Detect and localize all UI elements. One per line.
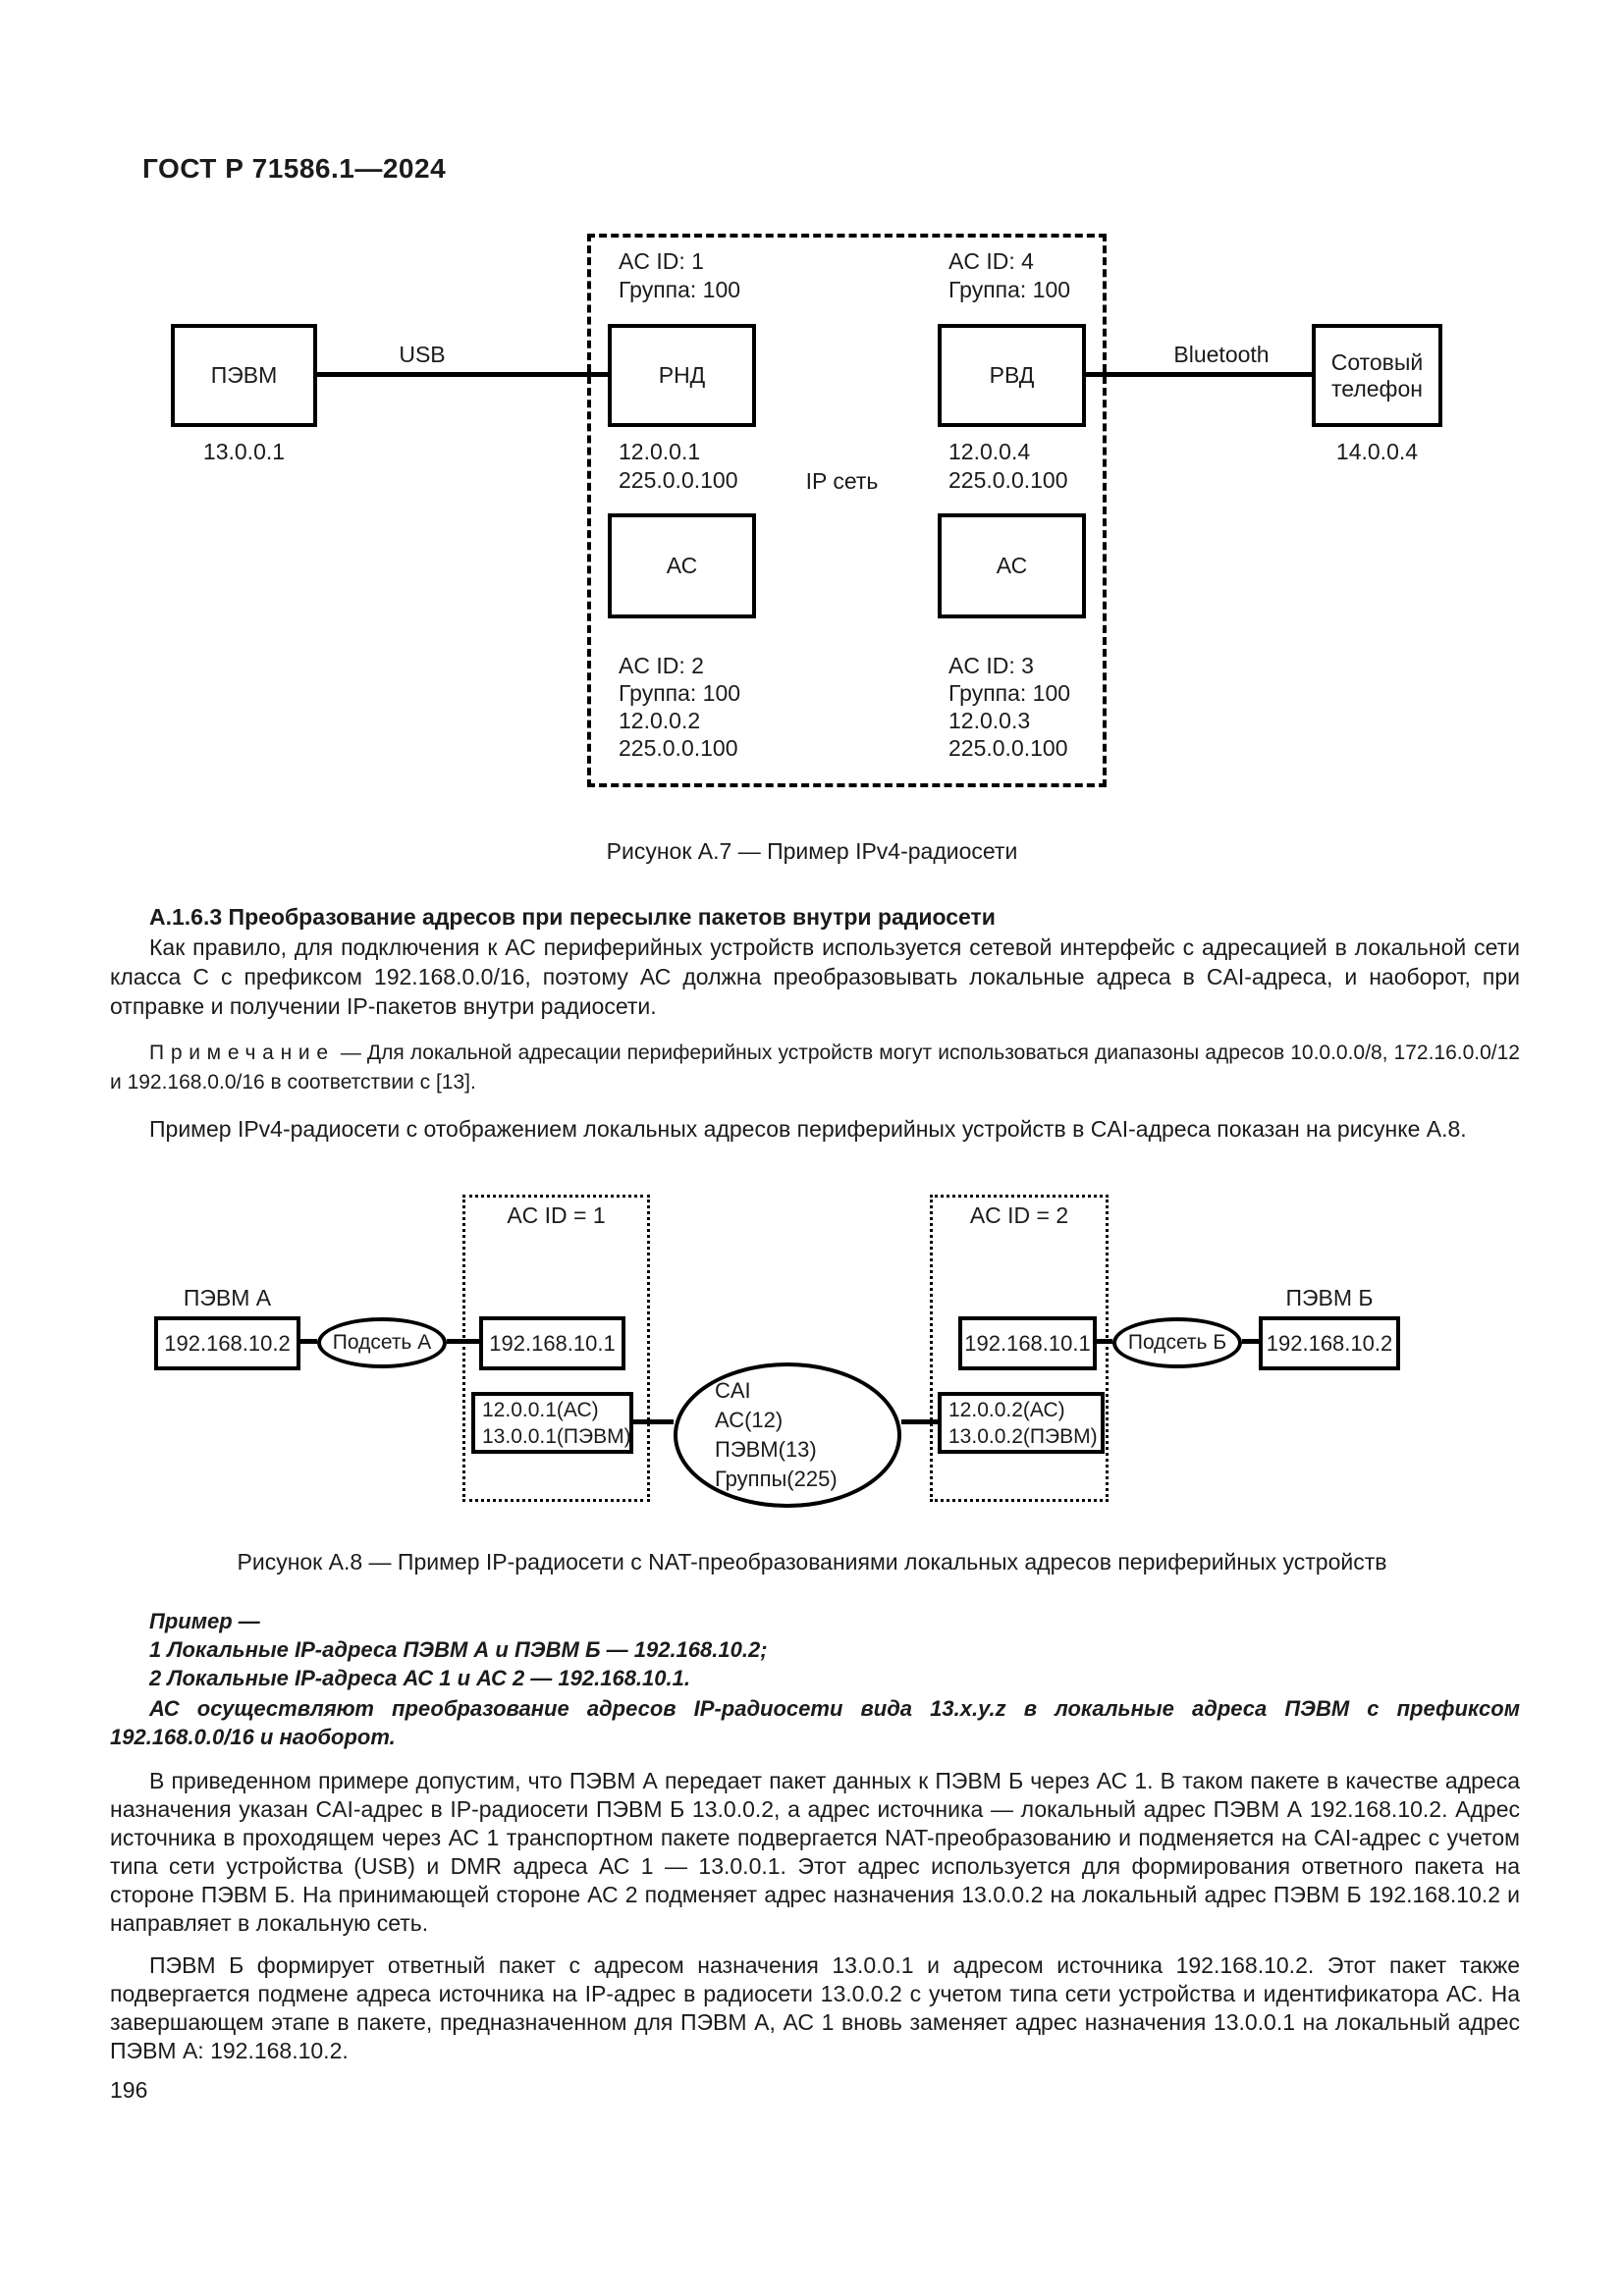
example-item-1: 1 Локальные IP-адреса ПЭВМ А и ПЭВМ Б — … xyxy=(149,1637,768,1662)
ac1-cai-addresses: 12.0.0.1(АС) 13.0.0.1(ПЭВМ) xyxy=(482,1398,631,1448)
ac2-boundary-title: AC ID = 2 xyxy=(969,1202,1069,1228)
pevm-b-title: ПЭВМ Б xyxy=(1285,1285,1374,1310)
rnd-id-group-text: AC ID: 1 Группа: 100 xyxy=(619,248,741,302)
rnd-node-label: РНД xyxy=(658,362,706,388)
rnd-node-box: РНД xyxy=(608,324,756,427)
bluetooth-link-line xyxy=(1086,372,1312,377)
subnet-b-label: Подсеть Б xyxy=(1127,1331,1227,1354)
cell-phone-address-text: 14.0.0.4 xyxy=(1335,439,1419,464)
paragraph-address-translation: Как правило, для подключения к АС перифе… xyxy=(110,934,1520,1019)
usb-link-line xyxy=(317,372,608,377)
rvd-id-group-text: AC ID: 4 Группа: 100 xyxy=(948,248,1071,302)
rvd-node-label: РВД xyxy=(989,362,1035,388)
pevm-node-label: ПЭВМ xyxy=(210,362,278,388)
ac2-cai-addresses: 12.0.0.2(АС) 13.0.0.2(ПЭВМ) xyxy=(948,1398,1098,1448)
ac2-local-ip: 192.168.10.1 xyxy=(964,1331,1091,1356)
subnet-a-ac1-line xyxy=(447,1339,479,1344)
rvd-node-box: РВД xyxy=(938,324,1086,427)
ac1-cai-address-box: 12.0.0.1(АС) 13.0.0.1(ПЭВМ) xyxy=(471,1392,633,1454)
paragraph-response-packet: ПЭВМ Б формирует ответный пакет с адресо… xyxy=(110,1952,1520,2063)
ac-left-node-label: АС xyxy=(666,553,698,578)
ac2-subnet-b-line xyxy=(1097,1339,1112,1344)
ac1-cai-line xyxy=(633,1419,674,1424)
ac2-cai-address-box: 12.0.0.2(АС) 13.0.0.2(ПЭВМ) xyxy=(938,1392,1105,1454)
cell-phone-node-label: Сотовый телефон xyxy=(1330,348,1424,401)
ac-right-info-text: AC ID: 3 Группа: 100 12.0.0.3 225.0.0.10… xyxy=(948,653,1071,761)
rnd-address-text: 12.0.0.1 225.0.0.100 xyxy=(619,439,738,493)
subnet-a-label: Подсеть А xyxy=(332,1331,432,1354)
subnet-b-pevm-b-line xyxy=(1242,1339,1259,1344)
ac-left-node-box: АС xyxy=(608,513,756,618)
cai-network-ellipse: CAI АС(12) ПЭВМ(13) Группы(225) xyxy=(674,1362,901,1508)
example-body: АС осуществляют преобразование адресов I… xyxy=(110,1696,1520,1749)
pevm-address-text: 13.0.0.1 xyxy=(202,439,286,464)
ac-left-info-text: AC ID: 2 Группа: 100 12.0.0.2 225.0.0.10… xyxy=(619,653,741,761)
pevm-a-subnet-line xyxy=(300,1339,317,1344)
pevm-node-box: ПЭВМ xyxy=(171,324,317,427)
cai-ac2-line xyxy=(901,1419,938,1424)
rvd-address-text: 12.0.0.4 225.0.0.100 xyxy=(948,439,1068,493)
pevm-a-title: ПЭВМ А xyxy=(183,1285,272,1310)
usb-link-label: USB xyxy=(399,342,446,367)
pevm-b-address-box: 192.168.10.2 xyxy=(1259,1316,1400,1370)
ac1-local-ip-box: 192.168.10.1 xyxy=(479,1316,625,1370)
example-title: Пример — xyxy=(149,1609,260,1633)
ac1-dotted-boundary xyxy=(462,1195,650,1502)
page-number: 196 xyxy=(110,2077,148,2103)
figure-a7-caption: Рисунок А.7 — Пример IPv4-радиосети xyxy=(606,838,1018,864)
pevm-b-address: 192.168.10.2 xyxy=(1266,1331,1393,1356)
ac1-boundary-title: AC ID = 1 xyxy=(507,1202,606,1228)
pevm-a-address: 192.168.10.2 xyxy=(164,1331,291,1356)
cai-network-info: CAI АС(12) ПЭВМ(13) Группы(225) xyxy=(715,1378,838,1491)
subnet-b-ellipse: Подсеть Б xyxy=(1112,1317,1242,1368)
section-heading: А.1.6.3 Преобразование адресов при перес… xyxy=(149,904,996,930)
ac1-local-ip: 192.168.10.1 xyxy=(489,1331,616,1356)
ac-right-node-label: АС xyxy=(996,553,1028,578)
paragraph-example-intro: Пример IPv4-радиосети с отображением лок… xyxy=(149,1116,1467,1142)
figure-a8-caption: Рисунок А.8 — Пример IP-радиосети с NAT-… xyxy=(237,1549,1387,1575)
bluetooth-link-label: Bluetooth xyxy=(1173,342,1270,367)
radio-network-dashed-boundary xyxy=(587,234,1107,787)
ac-right-node-box: АС xyxy=(938,513,1086,618)
ac2-local-ip-box: 192.168.10.1 xyxy=(958,1316,1097,1370)
note-text: — Для локальной адресации периферийных у… xyxy=(110,1041,1520,1094)
paragraph-packet-flow: В приведенном примере допустим, что ПЭВМ… xyxy=(110,1768,1520,1936)
subnet-a-ellipse: Подсеть А xyxy=(317,1317,447,1368)
example-item-2: 2 Локальные IP-адреса АС 1 и АС 2 — 192.… xyxy=(149,1666,690,1690)
note-paragraph: Примечание — Для локальной адресации пер… xyxy=(110,1039,1520,1097)
ac2-dotted-boundary xyxy=(930,1195,1109,1502)
cell-phone-node-box: Сотовый телефон xyxy=(1312,324,1442,427)
doc-header: ГОСТ Р 71586.1—2024 xyxy=(142,153,447,184)
note-label: Примечание xyxy=(149,1041,335,1064)
ip-network-label: IP сеть xyxy=(805,468,879,494)
pevm-a-address-box: 192.168.10.2 xyxy=(154,1316,300,1370)
